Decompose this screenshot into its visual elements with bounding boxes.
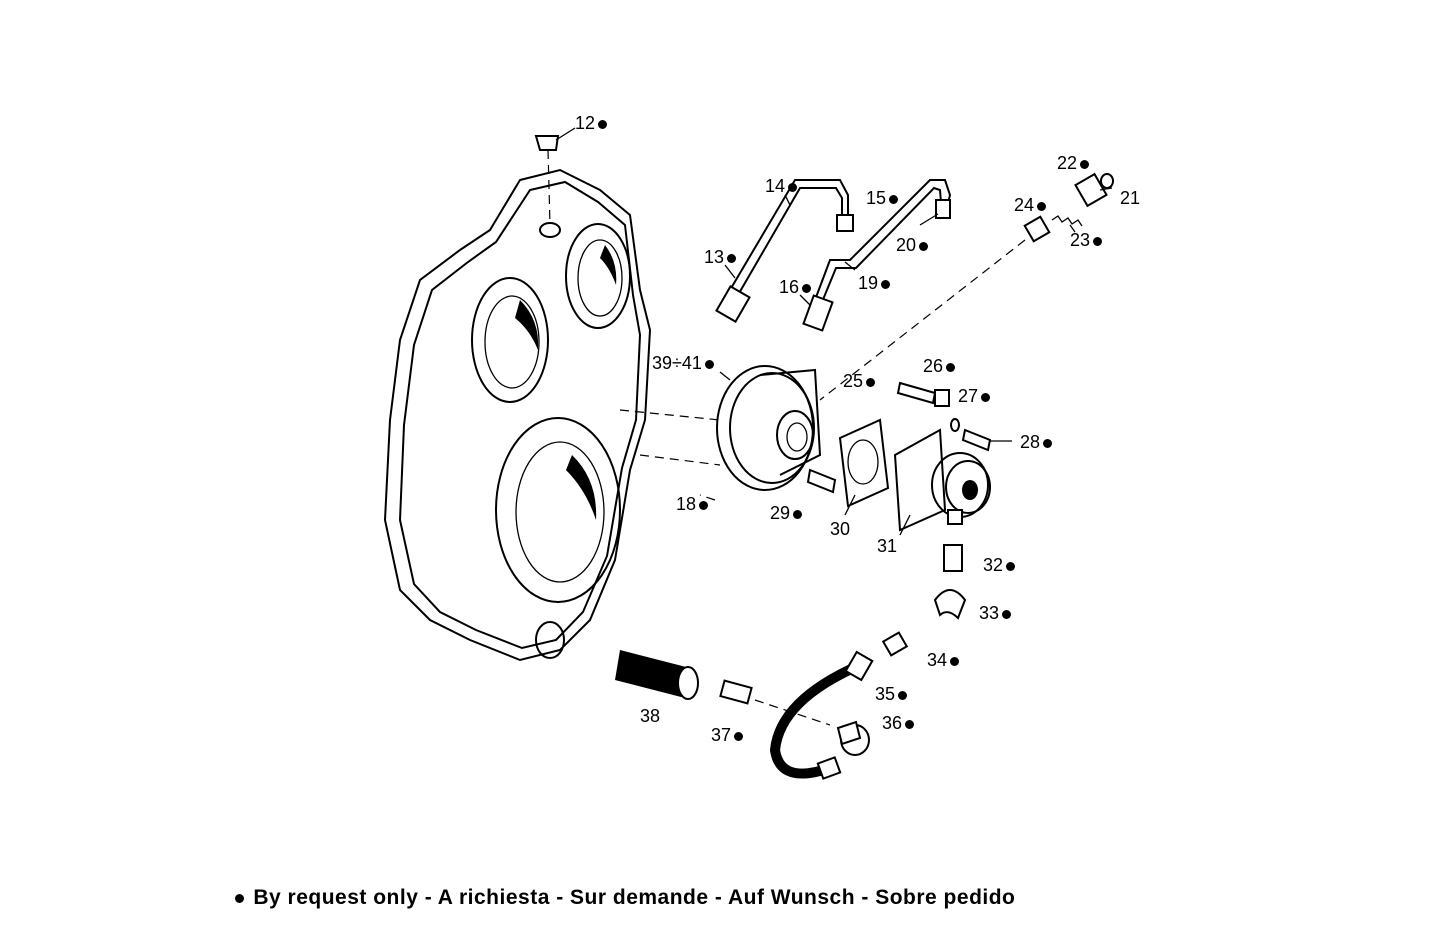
part-number: 18 [676,494,697,514]
leader-lines [719,187,1113,536]
part-callout: 14 [765,176,800,196]
part-number: 12 [575,113,596,133]
part-number: 31 [877,536,898,556]
part-callout: 39÷41 [652,353,717,373]
part-callout: 18 [676,494,711,514]
pump-body [619,365,822,501]
by-request-dot-icon [699,500,709,510]
part-number: 33 [979,603,1000,623]
part-callout: 13 [704,247,739,267]
part-number: 22 [1057,153,1078,173]
pump-31 [893,428,991,532]
bullet-dot-icon [235,893,244,903]
part-callout: 25 [843,371,878,391]
part-number: 26 [923,356,944,376]
by-request-dot-icon [788,182,798,192]
part-callout: 35 [875,684,910,704]
by-request-dot-icon [881,279,891,289]
part-number: 13 [704,247,725,267]
by-request-dot-icon [1037,201,1047,211]
by-request-dot-icon [1006,561,1016,571]
part-number: 34 [927,650,948,670]
by-request-dot-icon [898,690,908,700]
part-callout: 24 [1014,195,1049,215]
part-callout: 23 [1070,230,1105,250]
part-callout: 37 [711,725,746,745]
valve-parts [819,172,1114,401]
part-number: 30 [830,519,851,539]
part-number: 24 [1014,195,1035,215]
part-number: 35 [875,684,896,704]
part-number: 14 [765,176,786,196]
footer-text: By request only - A richiesta - Sur dema… [253,886,1016,909]
gasket-30 [838,418,890,508]
by-request-dot-icon [1043,438,1053,448]
by-request-dot-icon [950,656,960,666]
by-request-dot-icon [793,509,803,519]
by-request-dot-icon [981,392,991,402]
part-callout: 20 [896,235,931,255]
part-number: 16 [779,277,800,297]
part-callout: 15 [866,188,901,208]
part-callout: 34 [927,650,962,670]
part-callout: 27 [958,386,993,406]
part-callout: 16 [779,277,814,297]
part-callout: 29 [770,503,805,523]
part-number: 29 [770,503,791,523]
by-request-dot-icon [946,362,956,372]
by-request-dot-icon [919,241,929,251]
by-request-dot-icon [1002,609,1012,619]
plug-12 [534,127,576,151]
part-callout: 12 [575,113,610,133]
part-number: 25 [843,371,864,391]
screws [806,381,992,494]
hose-35 [769,650,874,780]
part-callout: 36 [882,713,917,733]
part-number: 23 [1070,230,1091,250]
fittings [881,544,967,657]
part-number: 28 [1020,432,1041,452]
by-request-dot-icon [905,719,915,729]
part-callout: 21 [1120,188,1140,208]
gear-housing-cover [383,149,652,662]
part-callout: 22 [1057,153,1092,173]
by-request-dot-icon [1080,159,1090,169]
part-callout: 38 [640,706,660,726]
part-number: 19 [858,273,879,293]
by-request-dot-icon [598,119,608,129]
part-callout: 31 [877,536,897,556]
pipe-38 [615,650,831,726]
part-number: 32 [983,555,1004,575]
by-request-dot-icon [734,731,744,741]
footer-note: By request only - A richiesta - Sur dema… [232,886,1015,910]
part-callout: 28 [1020,432,1055,452]
by-request-dot-icon [1093,236,1103,246]
part-number: 36 [882,713,903,733]
part-number: 27 [958,386,979,406]
by-request-dot-icon [727,253,737,263]
part-callout: 33 [979,603,1014,623]
by-request-dot-icon [802,283,812,293]
part-callout: 19 [858,273,893,293]
part-callout: 32 [983,555,1018,575]
part-number: 37 [711,725,732,745]
part-callout: 30 [830,519,850,539]
part-number: 39÷41 [652,353,702,373]
part-number: 38 [640,706,661,726]
by-request-dot-icon [866,377,876,387]
part-number: 20 [896,235,917,255]
part-callout: 26 [923,356,958,376]
oil-pipes [715,179,952,332]
by-request-dot-icon [889,194,899,204]
part-number: 21 [1120,188,1141,208]
part-number: 15 [866,188,887,208]
by-request-dot-icon [704,359,714,369]
